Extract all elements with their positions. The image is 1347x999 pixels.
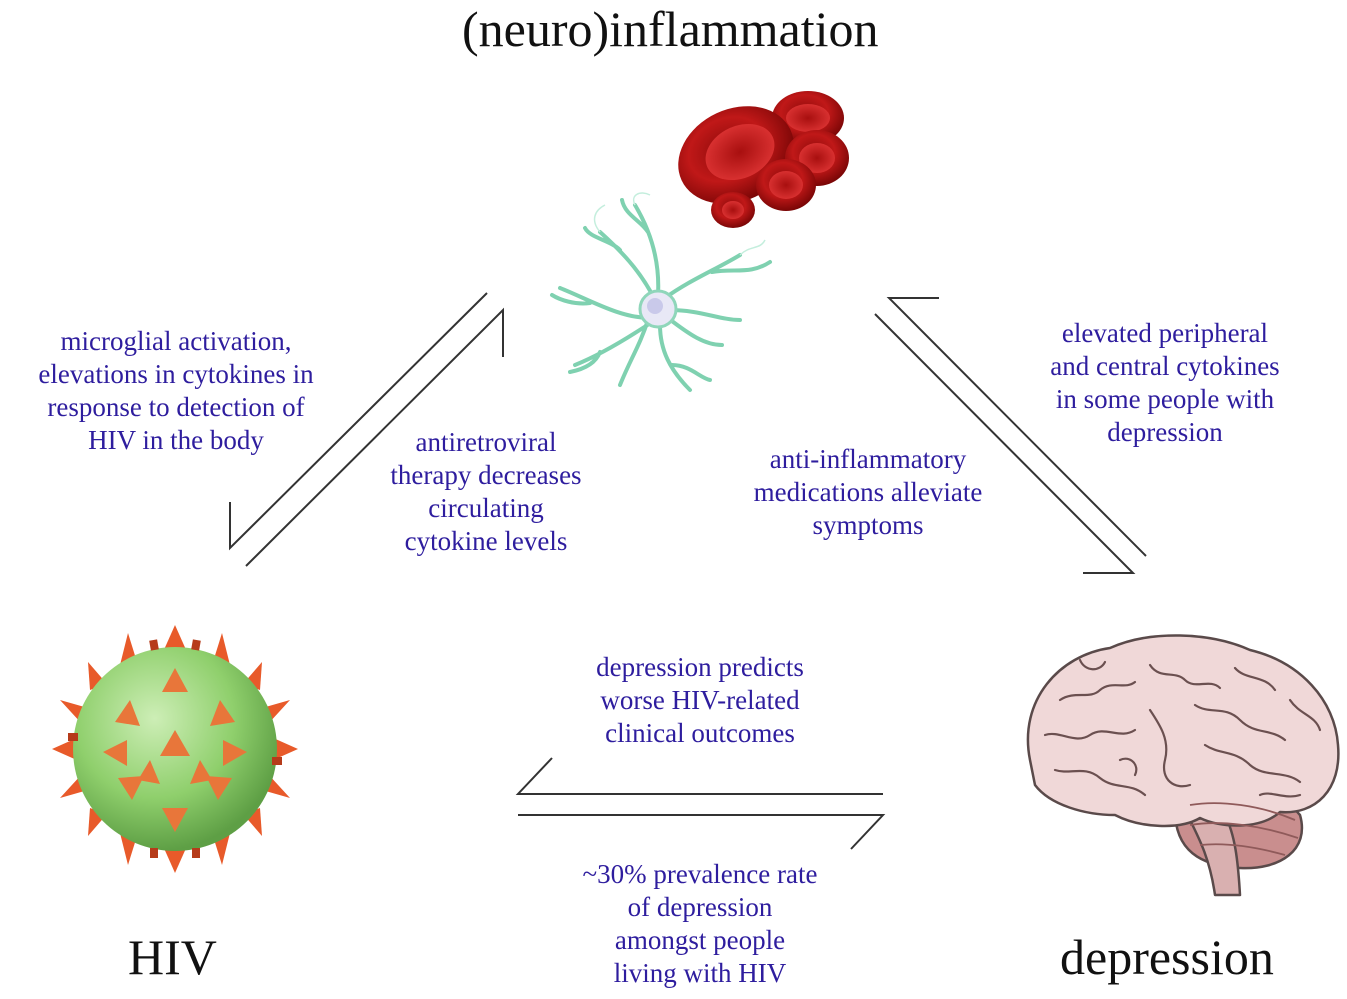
label-line: depression xyxy=(1107,417,1223,447)
label-line: medications alleviate xyxy=(753,477,983,507)
label-line: cytokine levels xyxy=(404,526,568,556)
node-title-depression: depression xyxy=(1060,929,1274,985)
label-line: circulating xyxy=(428,493,544,523)
arrow-inflammation-depression-up xyxy=(886,297,1147,557)
label-line: symptoms xyxy=(812,510,924,540)
arrow-hiv-inflammation-up xyxy=(245,307,504,567)
arrow-inflammation-depression-down xyxy=(874,313,1136,574)
label-line: elevated peripheral xyxy=(1061,318,1269,348)
label-anti-inflammatory: anti-inflammatory medications alleviate … xyxy=(718,443,1018,542)
label-line: HIV in the body xyxy=(88,425,264,455)
label-depression-to-hiv: depression predicts worse HIV-related cl… xyxy=(545,651,855,750)
label-line: ~30% prevalence rate xyxy=(582,859,818,889)
arrow-depression-hiv-left xyxy=(515,757,883,795)
label-line: in some people with xyxy=(1055,384,1275,414)
label-line: response to detection of xyxy=(47,392,305,422)
label-line: and central cytokines xyxy=(1050,351,1280,381)
label-line: elevations in cytokines in xyxy=(38,359,314,389)
arrow-hiv-inflammation-down xyxy=(229,292,488,551)
label-art-effect: antiretroviral therapy decreases circula… xyxy=(355,426,617,558)
node-title-inflammation: (neuro)inflammation xyxy=(462,1,879,57)
node-title-hiv: HIV xyxy=(128,929,217,985)
label-line: clinical outcomes xyxy=(605,718,795,748)
label-line: antiretroviral xyxy=(415,427,557,457)
label-line: therapy decreases xyxy=(390,460,582,490)
label-line: living with HIV xyxy=(613,958,787,988)
arrow-hiv-depression-right xyxy=(518,814,886,850)
label-depression-to-inflammation: elevated peripheral and central cytokine… xyxy=(1010,317,1320,449)
label-line: of depression xyxy=(627,892,773,922)
label-hiv-to-depression: ~30% prevalence rate of depression among… xyxy=(545,858,855,990)
label-line: depression predicts xyxy=(596,652,804,682)
label-line: anti-inflammatory xyxy=(769,444,967,474)
label-line: amongst people xyxy=(614,925,786,955)
label-hiv-to-inflammation: microglial activation, elevations in cyt… xyxy=(0,325,352,457)
label-line: worse HIV-related xyxy=(600,685,800,715)
label-line: microglial activation, xyxy=(60,326,292,356)
